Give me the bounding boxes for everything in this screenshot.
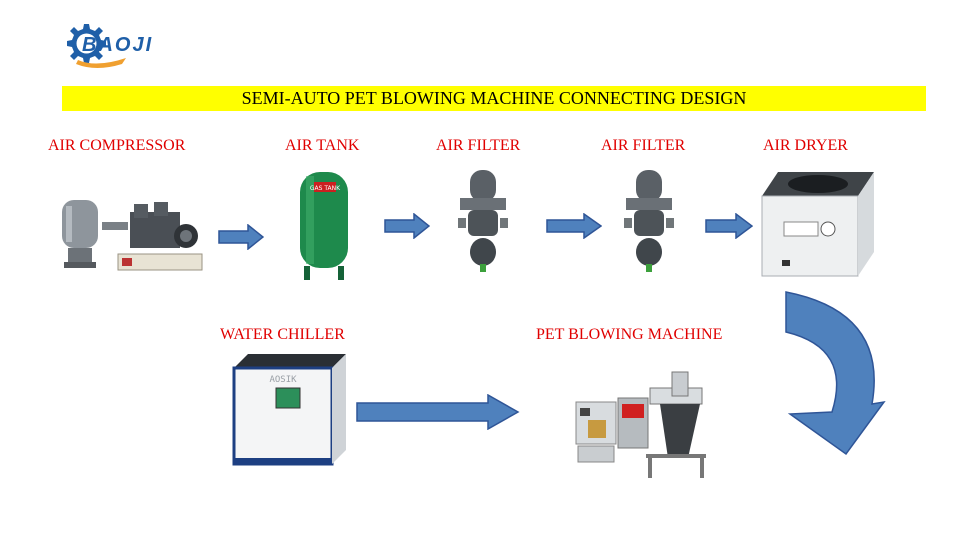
- water-chiller-image: AOSIK: [228, 346, 348, 468]
- title-banner: SEMI-AUTO PET BLOWING MACHINE CONNECTING…: [62, 86, 926, 111]
- gear-icon: [67, 24, 126, 68]
- page-title: SEMI-AUTO PET BLOWING MACHINE CONNECTING…: [241, 88, 747, 108]
- label-pet-blowing-machine: PET BLOWING MACHINE: [536, 326, 723, 343]
- air-dryer-image: [754, 168, 878, 280]
- arrow-chiller-to-machine: [356, 394, 520, 430]
- label-air-tank: AIR TANK: [285, 137, 360, 154]
- arrow-filter-to-dryer: [705, 213, 753, 239]
- baoji-logo: [56, 18, 186, 82]
- label-air-compressor: AIR COMPRESSOR: [48, 137, 186, 154]
- label-water-chiller: WATER CHILLER: [220, 326, 345, 343]
- air-filter-1-image: [458, 168, 508, 276]
- air-tank-image: GAS TANK: [296, 170, 352, 282]
- pet-blowing-machine-image: [560, 368, 720, 480]
- label-air-dryer: AIR DRYER: [763, 137, 848, 154]
- arrow-compressor-to-tank: [218, 224, 264, 250]
- label-air-filter-2: AIR FILTER: [601, 137, 686, 154]
- arrow-dryer-to-machine: [780, 288, 890, 458]
- tank-label: GAS TANK: [310, 185, 341, 192]
- logo-text: BAOJI: [82, 34, 154, 56]
- arrow-filter-to-filter: [546, 213, 602, 239]
- chiller-brand: AOSIK: [269, 375, 297, 385]
- label-air-filter-1: AIR FILTER: [436, 137, 521, 154]
- air-filter-2-image: [624, 168, 674, 276]
- arrow-tank-to-filter: [384, 213, 430, 239]
- air-compressor-image: [58, 192, 206, 276]
